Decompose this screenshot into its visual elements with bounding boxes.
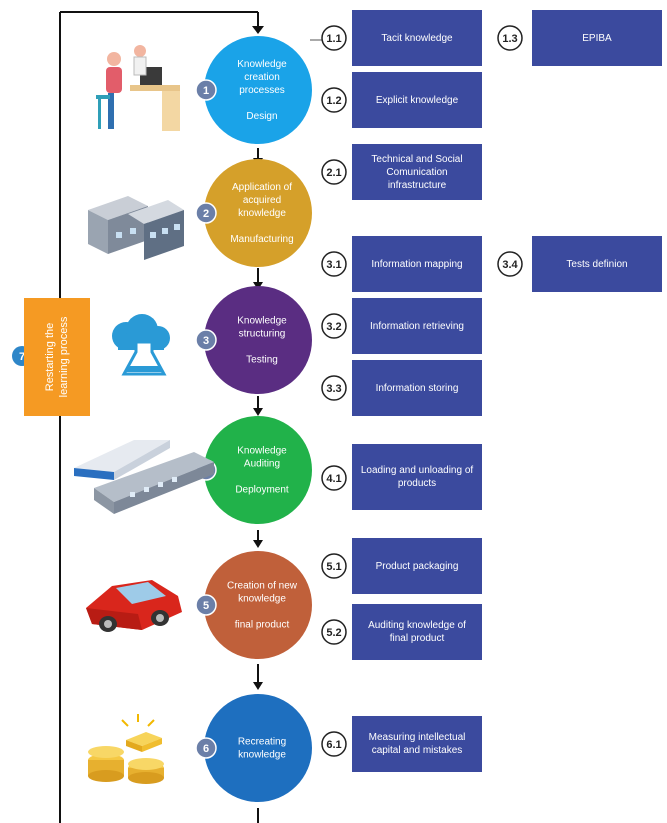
lab-flask-cloud-icon xyxy=(112,314,170,376)
stage-subtitle: Design xyxy=(246,111,277,122)
stage-title-line: acquired xyxy=(243,195,281,206)
stage-number-badge xyxy=(195,202,217,224)
stage-number-badge xyxy=(195,329,217,351)
stage-title-line: Knowledge xyxy=(237,446,287,457)
activity-box-1.1: Tacit knowledge xyxy=(352,10,482,66)
box-code-label: 4.1 xyxy=(326,473,341,485)
box-code-badge xyxy=(321,553,347,579)
activity-box-3.1: Information mapping xyxy=(352,236,482,292)
box-code-label: 5.1 xyxy=(326,561,341,573)
restart-number: 7 xyxy=(19,351,25,363)
box-code-label: 6.1 xyxy=(326,739,341,751)
activity-box-4.1: Loading and unloading of products xyxy=(352,444,482,510)
box-code-label: 3.4 xyxy=(502,259,518,271)
stage-number-badge xyxy=(195,79,217,101)
stage-title-line: Application of xyxy=(232,182,292,193)
stage-number: 6 xyxy=(203,743,209,755)
box-code-badge xyxy=(321,313,347,339)
stage-title-line: Creation of new xyxy=(227,581,298,592)
office-worker-icon xyxy=(96,45,180,131)
stage-circle-2 xyxy=(204,159,312,267)
activity-box-5.2: Auditing knowledge of final product xyxy=(352,604,482,660)
arrowhead-top xyxy=(252,26,264,34)
stage-subtitle: Manufacturing xyxy=(230,234,293,245)
train-station-icon xyxy=(74,440,214,514)
box-code-badge xyxy=(321,87,347,113)
box-code-badge xyxy=(321,251,347,277)
activity-box-3.3: Information storing xyxy=(352,360,482,416)
stage-subtitle: final product xyxy=(235,620,290,631)
restart-learning-label: Restarting the learning process xyxy=(44,316,70,398)
arrowhead-3-4 xyxy=(253,408,263,416)
box-code-badge xyxy=(321,731,347,757)
box-code-badges: 1.1 1.3 1.2 2.1 3.1 3.4 3.2 3.3 4.1 5.1 5.2 6.1 xyxy=(321,25,523,757)
stage-circle-5 xyxy=(204,551,312,659)
stage-number: 3 xyxy=(203,335,209,347)
box-code-label: 3.2 xyxy=(326,321,341,333)
activity-box-5.1: Product packaging xyxy=(352,538,482,594)
stage-title-line: Knowledge xyxy=(237,59,287,70)
box-code-label: 1.2 xyxy=(326,95,341,107)
arrowhead-4-5 xyxy=(253,540,263,548)
stage-title-line: structuring xyxy=(239,329,286,340)
stage-circle-3 xyxy=(204,286,312,394)
stage-title-line: creation xyxy=(244,72,280,83)
box-code-badge xyxy=(321,25,347,51)
activity-box-3.4: Tests definion xyxy=(532,236,662,292)
box-code-label: 3.1 xyxy=(326,259,341,271)
activity-box-3.2: Information retrieving xyxy=(352,298,482,354)
stage-subtitle: Deployment xyxy=(235,485,289,496)
stage-circles: 1KnowledgecreationprocessesDesign2Applic… xyxy=(195,36,312,802)
stage-subtitle: Testing xyxy=(246,355,278,366)
stage-number-badge xyxy=(195,594,217,616)
stage-title-line: Knowledge xyxy=(237,316,287,327)
box-code-badge xyxy=(321,159,347,185)
activity-box-6.1: Measuring intellectual capital and mista… xyxy=(352,716,482,772)
red-car-icon xyxy=(86,580,182,632)
stage-title-line: knowledge xyxy=(238,208,286,219)
box-code-badge xyxy=(321,375,347,401)
box-code-label: 5.2 xyxy=(326,627,341,639)
restart-learning-box xyxy=(24,298,90,416)
stage-circle-4 xyxy=(204,416,312,524)
box-code-label: 1.1 xyxy=(326,33,341,45)
factory-building-icon xyxy=(88,196,184,260)
stage-title-line: knowledge xyxy=(238,594,286,605)
stage-circle-1 xyxy=(204,36,312,144)
gold-coins-icon xyxy=(88,714,164,784)
stage-title-line: Auditing xyxy=(244,459,280,470)
stage-number: 2 xyxy=(203,208,209,220)
stage-number: 5 xyxy=(203,600,209,612)
box-code-label: 1.3 xyxy=(502,33,517,45)
stage-number-badge xyxy=(195,737,217,759)
stage-title-line: processes xyxy=(239,85,285,96)
box-code-badge xyxy=(497,25,523,51)
flow-lines xyxy=(59,11,259,823)
stage-title-line: knowledge xyxy=(238,750,286,761)
stage-title-line: Recreating xyxy=(238,737,286,748)
box-code-badge xyxy=(321,619,347,645)
stage-number: 1 xyxy=(203,85,209,97)
arrowhead-5-6 xyxy=(253,682,263,690)
box-code-badge xyxy=(321,465,347,491)
stage-circle-6 xyxy=(204,694,312,802)
box-code-label: 2.1 xyxy=(326,167,341,179)
activity-box-1.2: Explicit knowledge xyxy=(352,72,482,128)
activity-box-1.3: EPIBA xyxy=(532,10,662,66)
box-code-badge xyxy=(497,251,523,277)
activity-box-2.1: Technical and Social Comunication infras… xyxy=(352,144,482,200)
box-code-label: 3.3 xyxy=(326,383,341,395)
